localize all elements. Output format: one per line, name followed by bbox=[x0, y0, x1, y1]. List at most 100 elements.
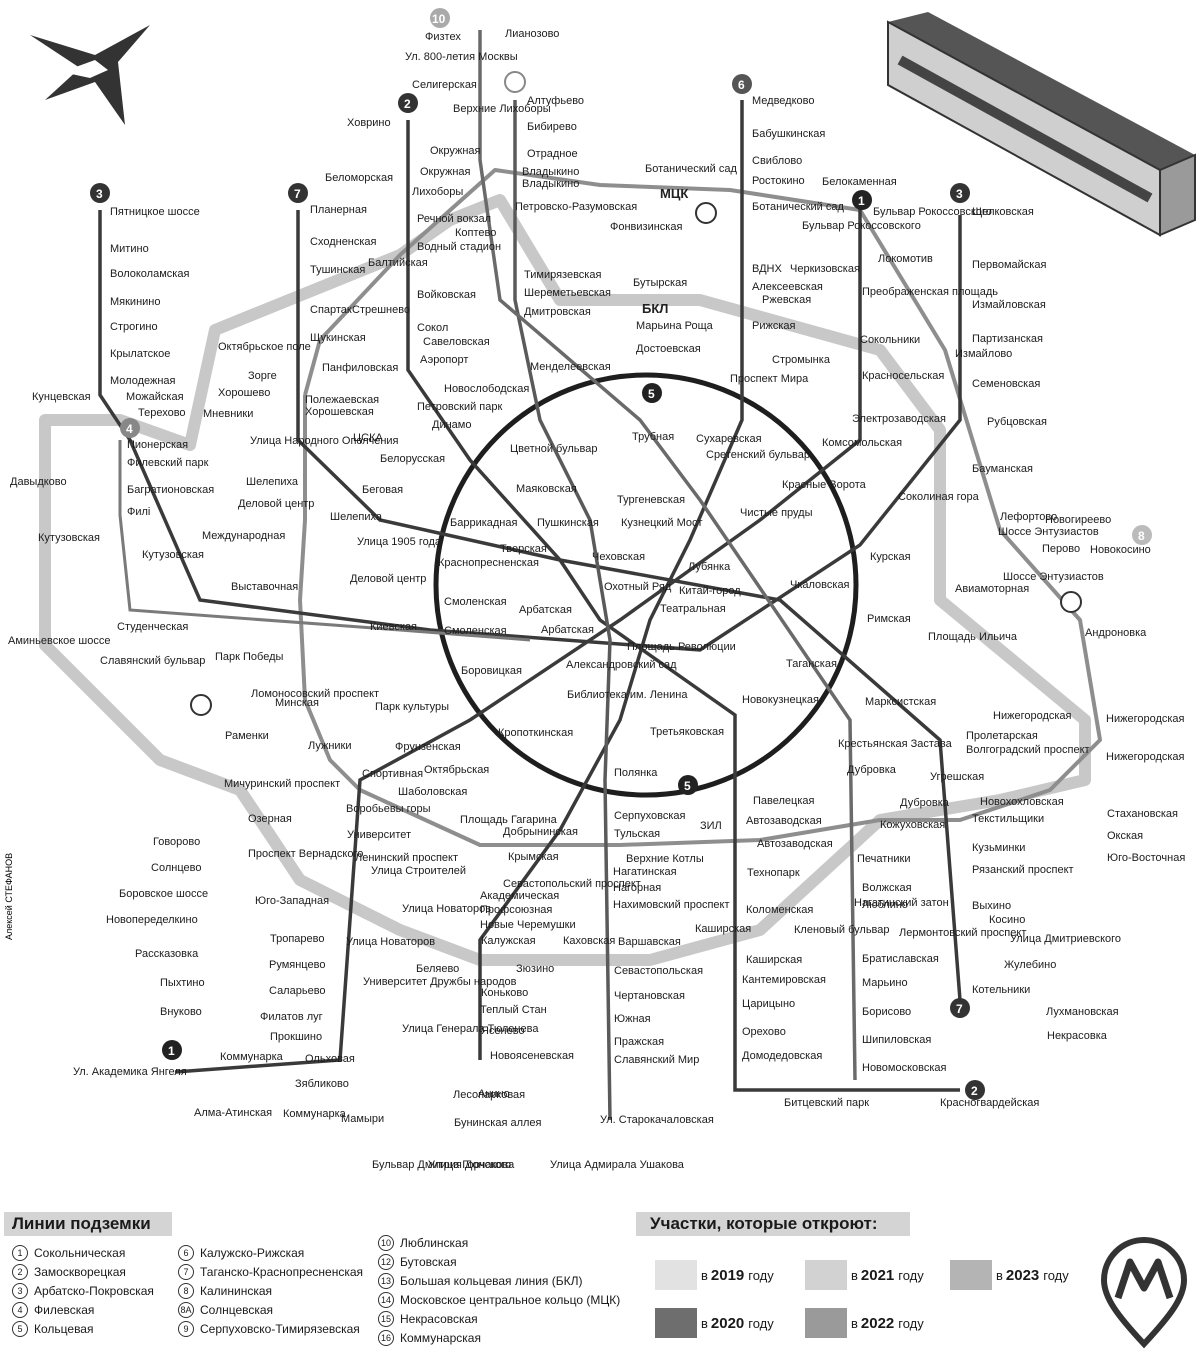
station-label: Баррикадная bbox=[450, 517, 517, 529]
station-label: Хорошево bbox=[218, 387, 270, 399]
badge-line-2b bbox=[965, 1080, 985, 1100]
station-label: Верхние Лихоборы bbox=[453, 103, 551, 115]
station-label: Пионерская bbox=[127, 439, 188, 451]
station-label: Проспект Мира bbox=[730, 373, 809, 385]
station-label: Планерная bbox=[310, 204, 367, 216]
station-label: Улица Новаторов bbox=[346, 936, 435, 948]
legend-line-name: Коммунарская bbox=[400, 1331, 481, 1345]
legend-line-name: Люблинская bbox=[400, 1236, 469, 1250]
badge-line-2 bbox=[398, 93, 418, 113]
station-label: Окружная bbox=[420, 166, 471, 178]
bkl-line bbox=[39, 194, 1091, 966]
line-number-badge: 13 bbox=[378, 1273, 394, 1289]
station-label: Нахимовский проспект bbox=[613, 899, 730, 911]
station-label: Студенческая bbox=[117, 621, 188, 633]
station-label: Улица Новаторов bbox=[402, 903, 491, 915]
station-label: Белокаменная bbox=[822, 176, 897, 188]
station-label: Кунцевская bbox=[32, 391, 91, 403]
station-label: Окская bbox=[1107, 830, 1143, 842]
mck-ring bbox=[298, 168, 1102, 847]
station-label: Борисово bbox=[862, 1006, 911, 1018]
legend-line-name: Большая кольцевая линия (БКЛ) bbox=[400, 1274, 583, 1288]
station-label: Каширская bbox=[746, 954, 802, 966]
station-label: Печатники bbox=[857, 853, 910, 865]
station-label: Полежаевская bbox=[305, 394, 379, 406]
station-label: Сходненская bbox=[310, 236, 377, 248]
station-label: Октябрьское поле bbox=[218, 341, 311, 353]
line-4 bbox=[118, 440, 531, 642]
station-label: Цветной бульвар bbox=[510, 443, 597, 455]
svg-text:4: 4 bbox=[126, 422, 133, 436]
year-value: 2023 bbox=[1005, 1266, 1040, 1284]
line-3 bbox=[98, 210, 962, 652]
station-label: Пражская bbox=[614, 1036, 664, 1048]
station-label: Давыдково bbox=[10, 476, 67, 488]
station-label: Профсоюзная bbox=[480, 904, 552, 916]
station-label: Лесопарковая bbox=[453, 1089, 525, 1101]
year-suffix: году bbox=[1043, 1267, 1069, 1283]
station-label: Окружная bbox=[430, 145, 481, 157]
station-label: Бунинская аллея bbox=[454, 1117, 542, 1129]
station-label: Шипиловская bbox=[862, 1034, 931, 1046]
badge-line-9 bbox=[504, 71, 526, 93]
station-label: Лефортово bbox=[1000, 511, 1057, 523]
station-label: Зорге bbox=[248, 370, 277, 382]
svg-text:2: 2 bbox=[971, 1084, 978, 1098]
station-label: Селигерская bbox=[412, 79, 477, 91]
station-label: Смоленская bbox=[444, 596, 507, 608]
year-value: 2019 bbox=[710, 1266, 745, 1284]
station-label: Спартак bbox=[310, 304, 352, 316]
station-label: Сретенский бульвар bbox=[706, 449, 810, 461]
station-label: Бульвар Рокоссовского bbox=[802, 220, 921, 232]
legend-line-name: Арбатско-Покровская bbox=[34, 1284, 154, 1298]
station-label: Алма-Атинская bbox=[194, 1107, 272, 1119]
station-label: Павелецкая bbox=[753, 795, 815, 807]
year-suffix: году bbox=[898, 1315, 924, 1331]
station-label: Полянка bbox=[614, 767, 658, 779]
station-label: Панфиловская bbox=[322, 362, 398, 374]
station-label: Арбатская bbox=[541, 624, 594, 636]
station-label: Белорусская bbox=[380, 453, 445, 465]
station-label: Красные Ворота bbox=[782, 479, 867, 491]
legend-line-name: Солнцевская bbox=[200, 1303, 274, 1317]
badge-line-7 bbox=[288, 183, 308, 203]
station-label: Щелковская bbox=[972, 206, 1034, 218]
station-label: Менделеевская bbox=[530, 361, 611, 373]
station-label: Бульвар Дмитрия Донского bbox=[372, 1159, 511, 1171]
line-number-badge: 14 bbox=[378, 1292, 394, 1308]
station-label: Фрунзенская bbox=[395, 741, 461, 753]
station-label: Красногвардейская bbox=[940, 1097, 1039, 1109]
station-label: Коньково bbox=[481, 987, 528, 999]
station-label: Молодежная bbox=[110, 375, 176, 387]
station-label: Трубная bbox=[632, 431, 674, 443]
station-label: Ботанический сад bbox=[752, 201, 844, 213]
year-swatch bbox=[655, 1308, 697, 1338]
svg-text:7: 7 bbox=[956, 1002, 963, 1016]
station-label: Соколиная гора bbox=[898, 491, 980, 503]
station-label: Чистые пруды bbox=[740, 507, 813, 519]
legend-line-name: Сокольническая bbox=[34, 1246, 126, 1260]
station-label: Славянский бульвар bbox=[100, 655, 205, 667]
station-label: Марьина Роща bbox=[636, 320, 714, 332]
line-number-badge: 16 bbox=[378, 1330, 394, 1346]
station-label: Спортивная bbox=[362, 768, 423, 780]
station-label: Медведково bbox=[752, 95, 815, 107]
station-label: Деловой центр bbox=[350, 573, 426, 585]
line-10 bbox=[478, 30, 857, 1081]
station-label: Внуково bbox=[160, 1006, 202, 1018]
station-label: Аэропорт bbox=[420, 354, 468, 366]
svg-text:1: 1 bbox=[168, 1044, 175, 1058]
legend-line-name: Бутовская bbox=[400, 1255, 457, 1269]
badge-line-14c bbox=[190, 694, 212, 716]
station-label: Локомотив bbox=[878, 253, 933, 265]
year-swatch bbox=[950, 1260, 992, 1290]
station-label: Новопеределкино bbox=[106, 914, 198, 926]
station-label: Новослободская bbox=[444, 383, 529, 395]
station-label: Ростокино bbox=[752, 175, 805, 187]
